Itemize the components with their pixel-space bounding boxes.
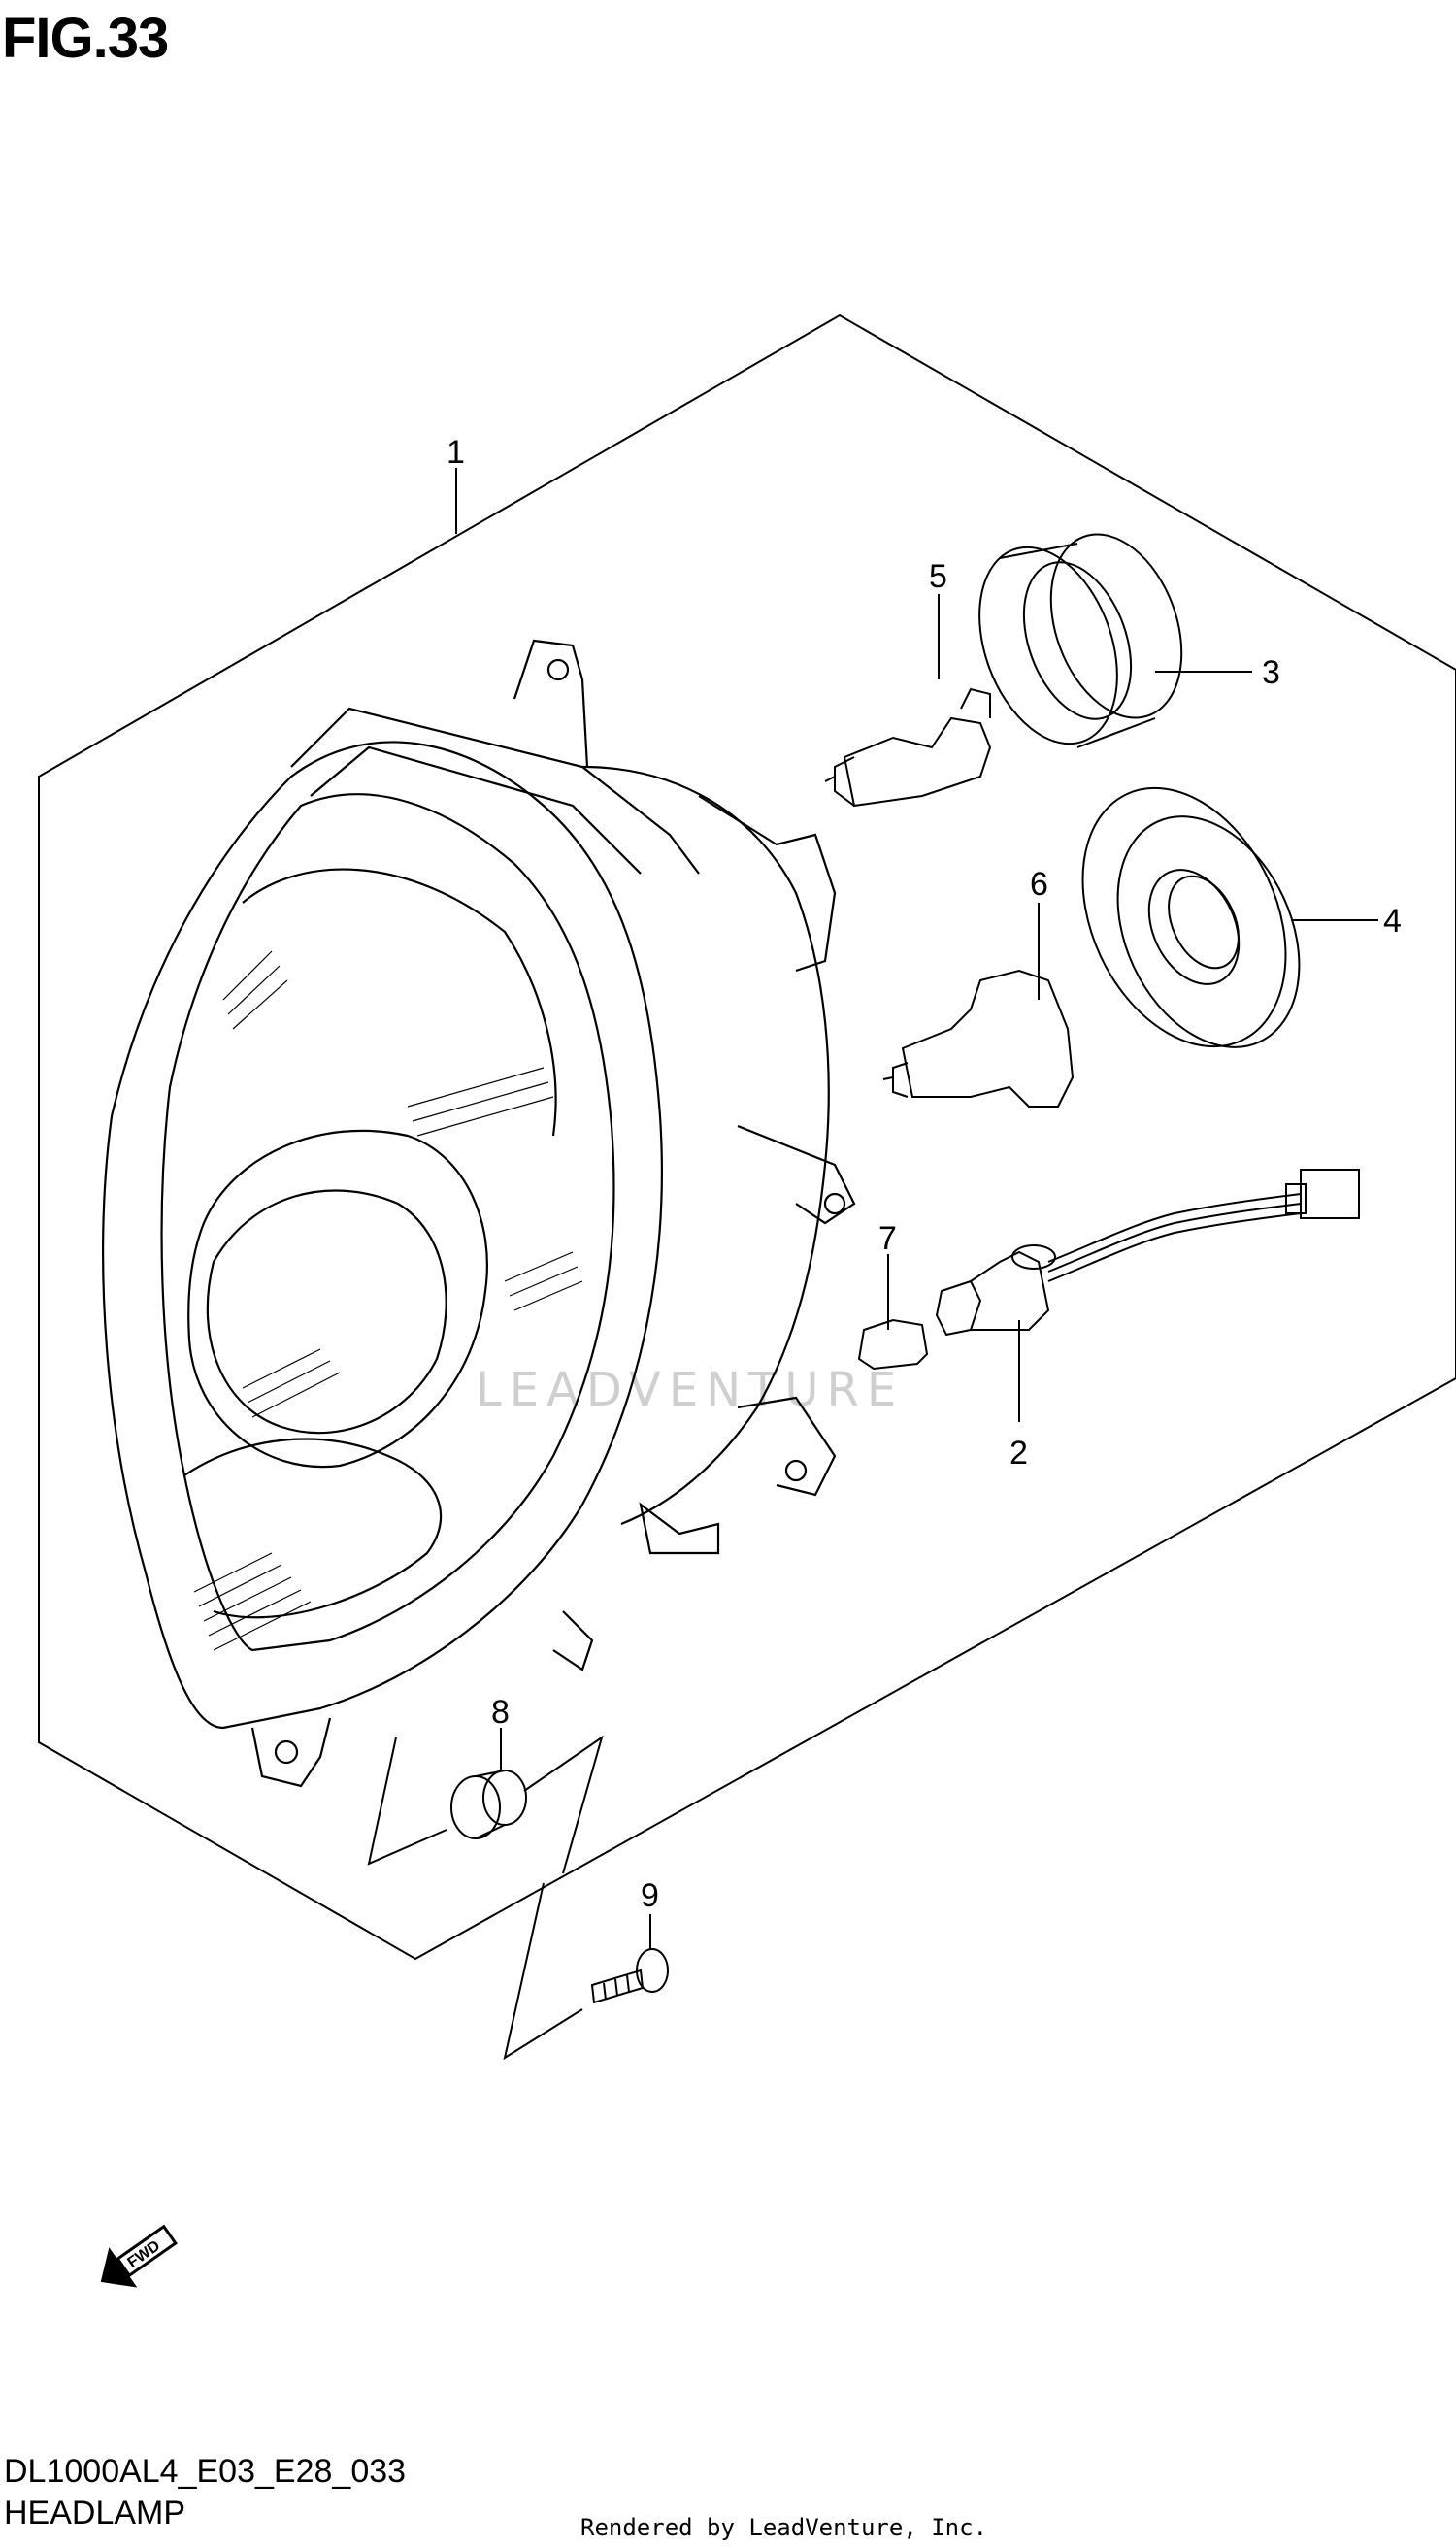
screw-part-9	[590, 1948, 669, 2004]
bulb-socket-part-2	[935, 1169, 1360, 1337]
model-code: DL1000AL4_E03_E28_033	[4, 2453, 407, 2490]
render-credit: Rendered by LeadVenture, Inc.	[580, 2514, 988, 2541]
watermark: LEADVENTURE	[476, 1363, 904, 1417]
forward-direction-arrow: FWD	[100, 2224, 178, 2288]
grommet-part-8	[450, 1770, 527, 1839]
diagram-caption: HEADLAMP	[4, 2495, 186, 2531]
headlight-bulb-part-5	[824, 687, 992, 808]
callout-1: 1	[447, 434, 465, 471]
callout-6: 6	[1030, 866, 1048, 903]
retaining-ring-part-3	[978, 533, 1183, 748]
callout-7: 7	[878, 1220, 897, 1257]
headlight-bulb-part-6	[882, 969, 1075, 1108]
assembly-guide-lines	[367, 1735, 604, 2061]
headlamp-housing	[102, 639, 856, 1788]
callout-5: 5	[929, 558, 947, 595]
leader-lines	[455, 468, 1378, 1949]
dust-cover-part-4	[1081, 786, 1301, 1048]
callout-2: 2	[1009, 1435, 1028, 1472]
figure-title: FIG.33	[2, 7, 169, 70]
callout-4: 4	[1383, 903, 1402, 940]
position-bulb-part-7	[857, 1318, 929, 1371]
callout-8: 8	[491, 1694, 510, 1731]
callout-9: 9	[641, 1877, 659, 1914]
assembly-boundary	[38, 314, 1456, 1961]
callout-3: 3	[1262, 654, 1280, 691]
